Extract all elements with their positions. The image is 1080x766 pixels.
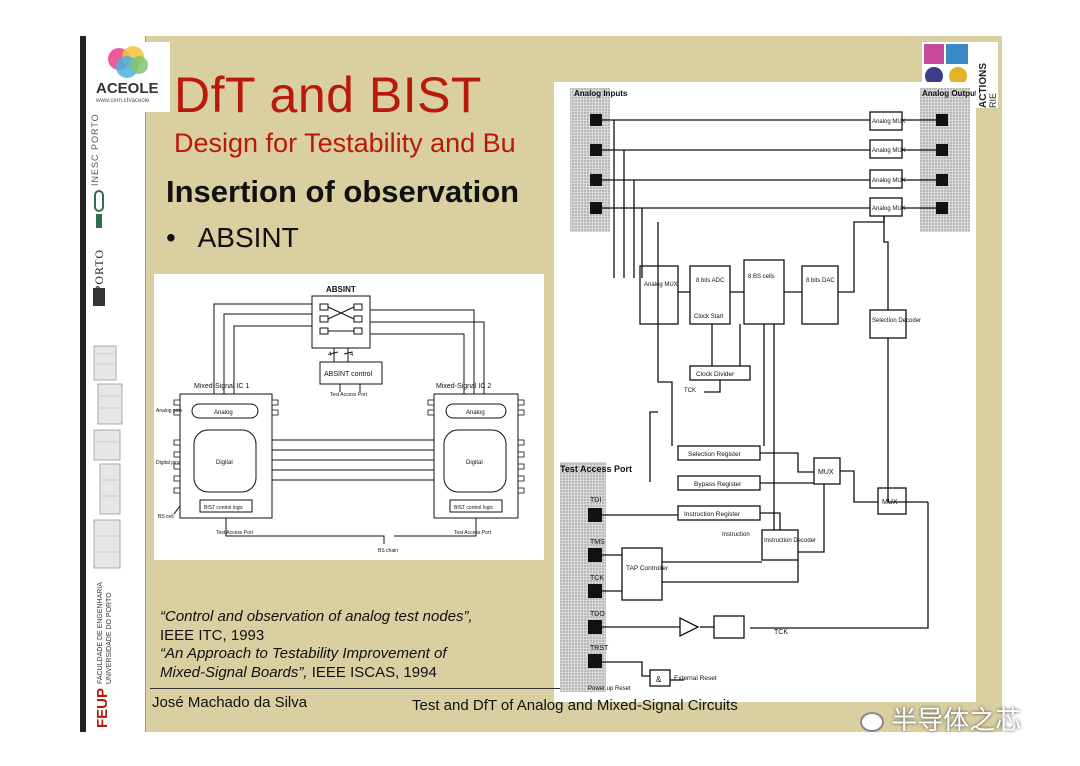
instruction-label: Instruction [722,532,750,538]
trst-label: TRST [590,645,609,652]
absint-top-label: ABSINT [326,285,356,294]
footer-author: José Machado da Silva [152,694,308,711]
tck-pin-label: TCK [590,575,604,582]
uporto-mark [93,288,105,306]
adc-label: 8 bits ADC [696,278,725,284]
ic2-label: Mixed-Signal IC 2 [436,383,491,390]
instruction-decoder-label: Instruction Decoder [764,538,816,544]
external-reset-label: External Reset [674,675,717,682]
tms-label: TMS [590,539,605,546]
bus-width-b: 4 [350,352,354,358]
tdi-label: TDI [590,497,601,504]
bullet-item: • ABSINT [166,222,299,253]
analog-pins-left-label: Analog pins [156,408,183,414]
feup-long-label-2: UNIVERSIDADE DO PORTO [106,592,113,684]
ic1-digital-label: Digital [216,460,233,466]
tck-bar-label: TCK [774,629,788,636]
clock-divider-label: Clock Divider [696,371,735,378]
top-right-logo-text: ACTIONS [978,63,989,108]
dac-label: 8 bits DAC [806,278,835,284]
selection-decoder-label: Selection Decoder [872,318,921,324]
footer-divider [150,688,560,689]
bus-width-a: 4 [328,352,332,358]
reference-2-line2: Mixed-Signal Boards”, IEEE ISCAS, 1994 [160,664,473,683]
inesc-mark [96,214,102,228]
analog-outputs-label: Analog Outputs [922,89,976,98]
ic2-analog-label: Analog [466,410,485,416]
references: “Control and observation of analog test … [160,608,473,682]
inesc-porto-label: INESC PORTO [90,113,100,186]
tap-port-label: Test Access Port [560,464,632,474]
top-right-logo-text2: RIE [988,93,998,108]
feup-long-label-1: FACULDADE DE ENGENHARIA [97,582,104,684]
ic1-label: Mixed-Signal IC 1 [194,383,249,390]
bs-cells-label: 8 BS cells [748,274,775,280]
analog-mux-out-1: Analog MUX [872,119,906,125]
slide-heading: Insertion of observation [166,174,520,209]
tap-controller-label: TAP Controller [626,565,669,572]
slide-title: DfT and BIST [174,67,482,123]
reference-2-title-end: Mixed-Signal Boards”, [160,663,308,681]
test-architecture-diagram: Analog Inputs Analog Outputs Analog MUX … [554,82,983,702]
power-up-reset-label: Power up Reset [588,686,631,692]
ic1-analog-label: Analog [214,410,233,416]
aceole-logo: ACEOLE www.cern.ch/aceole [90,42,170,112]
reference-2-title: “An Approach to Testability Improvement … [160,645,447,662]
logo-bubble-green [130,56,148,74]
absint-control-label: ABSINT control [324,371,373,378]
analog-mux-out-2: Analog MUX [872,148,906,154]
absint-diagram: ABSINT ABSINT control Test Access Port M… [154,274,544,560]
mux-2-label: MUX [882,499,898,506]
bullet-text: ABSINT [197,222,299,253]
ic2-tap-label: Test Access Port [454,530,492,536]
inesc-icon [94,190,104,212]
clock-start-label: Clock Start [694,314,724,320]
bs-cell-label: BS cell [158,514,174,520]
slide-subtitle: Design for Testability and Bu [174,128,516,158]
instruction-register-label: Instruction Register [684,511,741,518]
analog-mux-label: Analog MUX [644,282,678,288]
selection-register-label: Selection Register [688,451,742,458]
bypass-register-label: Bypass Register [694,481,742,488]
and-gate-label: & [656,675,662,684]
watermark: 半导体之芯 [860,700,1021,737]
footer-course: Test and DfT of Analog and Mixed-Signal … [412,697,738,714]
ic1-bist-label: BIST control logic [204,505,244,511]
feup-short-label: FEUP [94,687,111,728]
ic2-bist-label: BIST control logic [454,505,494,511]
watermark-text: 半导体之芯 [891,705,1022,735]
aceole-url: www.cern.ch/aceole [96,98,150,104]
feup-building-illustration [90,344,126,572]
aceole-name: ACEOLE [96,80,159,97]
reference-1-venue: IEEE ITC, 1993 [160,626,265,644]
left-strip-edge [80,36,86,732]
digital-pins-left-label: Digital pins [156,460,181,466]
ic2-digital-label: Digital [466,460,483,466]
mux-1-label: MUX [818,469,834,476]
wechat-icon [860,712,884,733]
tdo-label: TDO [590,611,605,618]
tck-label: TCK [684,388,696,394]
analog-mux-out-4: Analog MUX [872,206,906,212]
bs-chain-label: BS chain [378,548,398,554]
reference-1-title: “Control and observation of analog test … [160,608,473,625]
ic1-tap-label: Test Access Port [216,530,254,536]
analog-mux-out-3: Analog MUX [872,178,906,184]
absint-tap-label: Test Access Port [330,392,368,398]
analog-inputs-label: Analog Inputs [574,89,628,98]
reference-2-venue: IEEE ISCAS, 1994 [307,663,437,681]
